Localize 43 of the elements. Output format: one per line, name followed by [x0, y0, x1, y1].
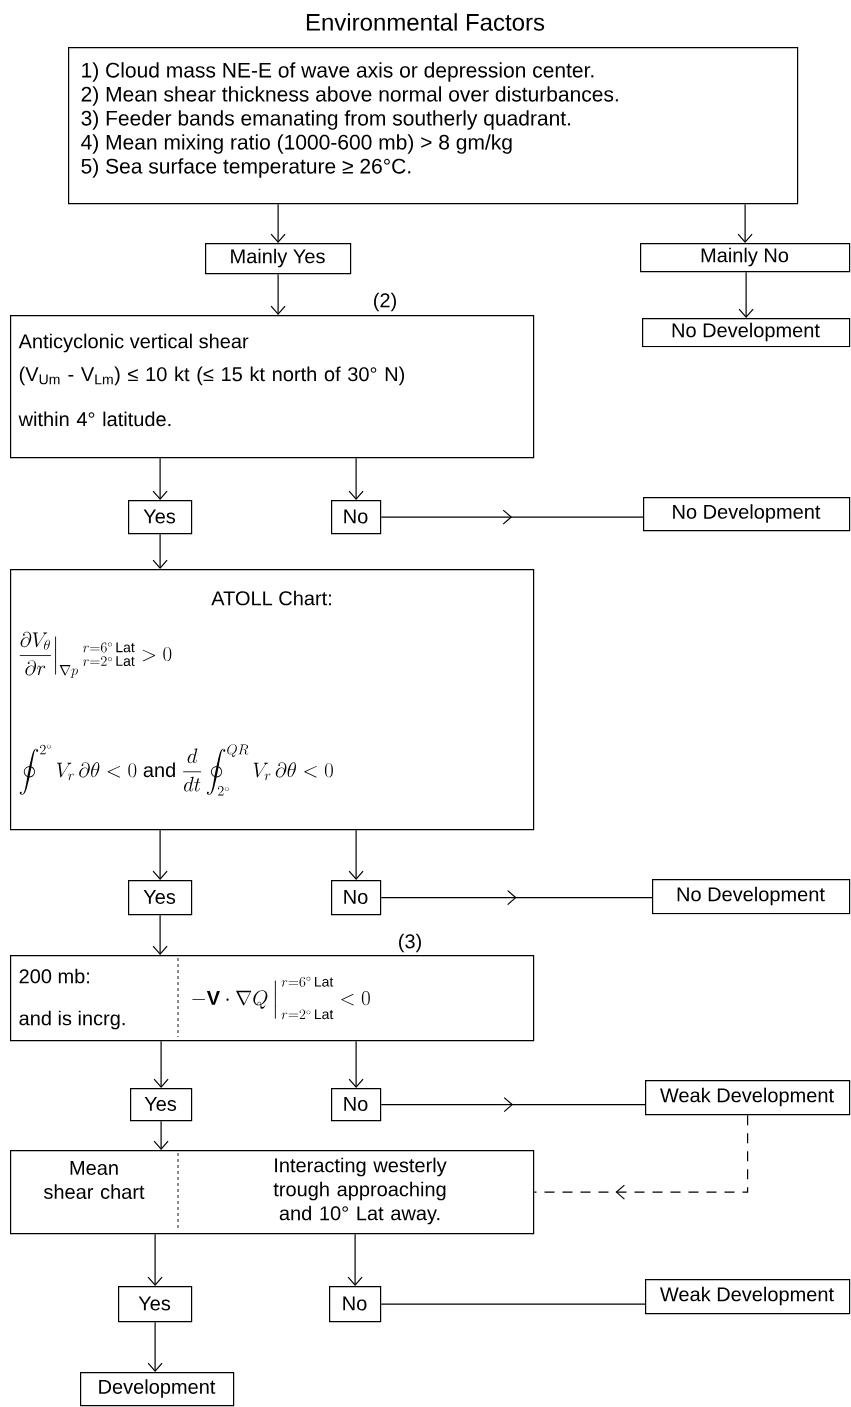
step-number: (2) [374, 292, 396, 312]
decision-box: Mainly No [640, 243, 851, 273]
arrow [152, 829, 168, 880]
criteria-box: Mean shear chart Interacting westerly trough approaching and 10° Lat away. [10, 1150, 535, 1235]
arrow [737, 203, 753, 243]
arrow [147, 1321, 163, 1373]
arrow [348, 829, 364, 880]
outcome-box: No Development [643, 497, 851, 532]
decision-box: Yes [128, 880, 193, 916]
arrow [153, 1120, 169, 1150]
arrow [348, 457, 364, 500]
criteria-box: ATOLL Chart: $\frac{\partial V_\theta}{\partial r}\Big|_{\nabla p}{}_{\;r=2^\circ\,\mathrm{Lat}}^{\;r=6^\circ\,\mathrm{Lat}} > 0$ $\oint^{2^\circ} V_r\,\partial\theta < 0 \;\mathrm{and}\; \frac{d}{dt}\oint_{2^\circ}^{QR} V_r\,\partial\theta < 0$ [10, 569, 535, 831]
decision-box: No [331, 880, 382, 916]
decision-box: No [329, 1286, 382, 1323]
arrow [147, 1233, 163, 1286]
arrow [152, 914, 168, 955]
step-number: (3) [399, 933, 421, 953]
arrow [270, 273, 286, 315]
decision-box: Yes [128, 500, 193, 535]
node-label: 200 mb: [19, 968, 90, 984]
outcome-box: No Development [642, 318, 851, 348]
criteria-box: 1) Cloud mass NE-E of wave axis or depression center. 2) Mean shear thickness above normal over disturbances. 3) Feeder bands emanating from southerly quadrant. 4) Mean mixing ratio (1000-600 mb) > 8 gm/kg 5) Sea surface temperature ≥ 26°C. [68, 47, 799, 205]
arrow [348, 1040, 364, 1088]
criteria-box: 200 mb: and is incrg. $-\mathbf{V}\cdot\nabla Q\,\Big|_{\,r=2^\circ\,\mathrm{Lat}}^{\,r=6^\circ\,\mathrm{Lat}} < 0$ [10, 955, 535, 1042]
node-label: $-\mathbf{V}\cdot\nabla Q\,\Big|_{\,r=2^\circ\,\mathrm{Lat}}^{\,r=6^\circ\,\mathrm{Lat}} < 0$ [192, 976, 370, 1020]
arrow [347, 1233, 363, 1286]
decision-box: Mainly Yes [205, 243, 352, 275]
arrow [270, 203, 286, 243]
outcome-box: No Development [652, 879, 851, 915]
node-label: and is incrg. [19, 1010, 125, 1030]
outcome-box: Development [80, 1372, 235, 1407]
decision-box: Yes [130, 1088, 193, 1122]
arrow [153, 1040, 169, 1088]
outcome-box: Weak Development [645, 1080, 851, 1116]
arrow [152, 457, 168, 500]
decision-box: No [331, 500, 382, 535]
arrow [738, 271, 754, 318]
outcome-box: Weak Development [645, 1279, 851, 1315]
decision-box: No [331, 1088, 382, 1122]
decision-box: Yes [118, 1286, 193, 1323]
criteria-box: Anticyclonic vertical shear (V$_{Um}$ - V$_{Lm}$) ≤ 10 kt (≤ 15 kt north of 30° N) within 4° latitude. [10, 315, 535, 459]
arrow [152, 533, 168, 569]
title: Environmental Factors [306, 13, 545, 31]
